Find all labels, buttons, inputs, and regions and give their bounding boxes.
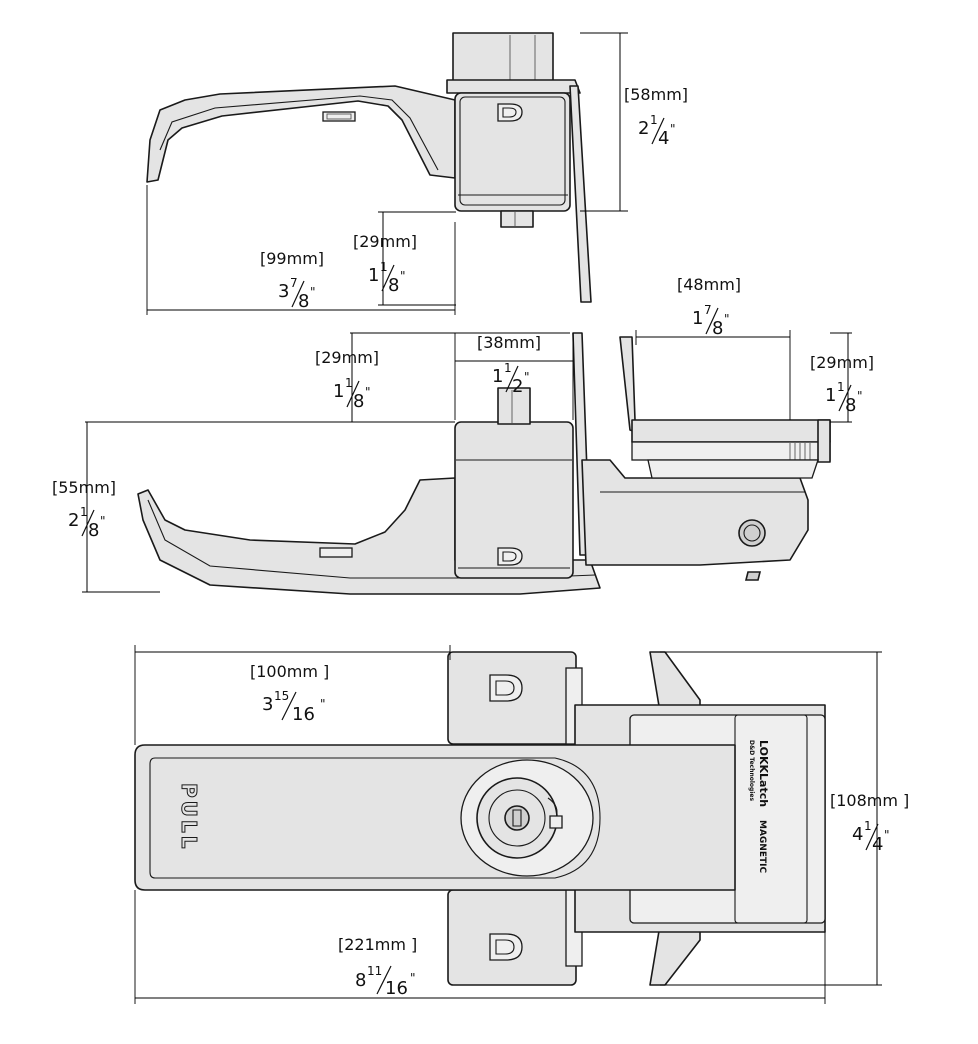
- dim-top-handle-num: 7: [290, 276, 298, 290]
- dim-mid-stem-whole: 1: [333, 381, 344, 402]
- dim-keeper-width-mark: ": [724, 312, 730, 326]
- dim-top-handle-mark: ": [310, 285, 316, 299]
- dim-overall-length-num: 11: [367, 964, 382, 978]
- top-mount-plate: [569, 85, 592, 303]
- mid-lock-cylinder: [738, 519, 766, 547]
- brand-name: LOKKLatch: [757, 740, 770, 807]
- dim-mid-height-den: 8: [88, 520, 99, 541]
- dim-overall-length-mark: ": [410, 971, 416, 985]
- dim-mid-height-whole: 2: [68, 510, 79, 531]
- dim-top-handle-den: 8: [298, 291, 309, 312]
- dim-keeper-width-mm: [48mm]: [677, 275, 741, 294]
- dim-front-handle-mark: ": [320, 697, 326, 711]
- dim-mid-stem: [29mm] 1 1 8 ": [315, 348, 379, 412]
- dim-top-handle-mm: [99mm]: [260, 249, 324, 268]
- dim-front-height-whole: 4: [852, 824, 863, 845]
- top-d-logo: [497, 103, 523, 122]
- dim-front-handle-den: 16: [292, 704, 315, 725]
- dim-keeper-height-whole: 1: [825, 385, 836, 406]
- dim-keeper-width: [48mm] 1 7 8 ": [677, 275, 741, 339]
- dim-top-stem-whole: 1: [368, 265, 379, 286]
- dim-top-stem-mm: [29mm]: [353, 232, 417, 251]
- dim-top-handle-whole: 3: [278, 281, 289, 302]
- dim-stem-width-whole: 1: [492, 366, 503, 387]
- brand-block: LOKKLatch MAGNETIC D&D Technologies: [748, 740, 770, 873]
- top-view-latch: [146, 32, 592, 303]
- front-d-logo: [489, 674, 523, 702]
- top-stem-block: [452, 32, 554, 84]
- mid-keeper-end: [817, 419, 831, 463]
- dim-front-handle-mm: [100mm ]: [250, 662, 329, 681]
- dim-top-height-mm: [58mm]: [624, 85, 688, 104]
- dim-mid-height-num: 1: [80, 505, 88, 519]
- handle-pull-text: PULL: [177, 783, 201, 851]
- dim-keeper-width-whole: 1: [692, 308, 703, 329]
- front-pull-handle: [134, 744, 736, 891]
- mid-handle-slot: [319, 547, 353, 558]
- dim-overall-length: [221mm ] 8 11 16 ": [338, 935, 417, 999]
- dim-front-height-num: 1: [864, 819, 872, 833]
- dim-keeper-width-den: 8: [712, 318, 723, 339]
- dim-mid-stem-mark: ": [365, 385, 371, 399]
- mid-bottom-tab: [744, 571, 762, 581]
- dim-mid-height-mm: [55mm]: [52, 478, 116, 497]
- front-g-logo: [489, 933, 523, 961]
- dim-stem-width-den: 2: [512, 376, 523, 397]
- mid-keeper-base: [647, 459, 819, 479]
- mid-keeper-bar: [631, 419, 831, 443]
- dim-front-height: [108mm ] 4 1 4 ": [830, 791, 909, 855]
- top-spindle: [500, 210, 534, 228]
- mid-d-logo: [497, 547, 523, 566]
- dim-top-handle: [99mm] 3 7 8 ": [260, 249, 324, 312]
- dimension-lines: [82, 32, 882, 1004]
- dim-keeper-height-num: 1: [837, 380, 845, 394]
- dim-mid-stem-num: 1: [345, 376, 353, 390]
- front-view-latch: PULL LOKKLatch MAGNETIC D&D Technologies: [134, 651, 826, 986]
- dim-top-stem-num: 1: [380, 260, 388, 274]
- dim-top-stem-mark: ": [400, 269, 406, 283]
- dim-top-height-num: 1: [650, 113, 658, 127]
- dim-front-height-den: 4: [872, 834, 883, 855]
- middle-view-latch: [137, 332, 831, 595]
- dim-overall-length-mm: [221mm ]: [338, 935, 417, 954]
- brand-tagline: D&D Technologies: [748, 740, 755, 801]
- dim-keeper-height-den: 8: [845, 395, 856, 416]
- dim-keeper-height-mm: [29mm]: [810, 353, 874, 372]
- dim-keeper-width-num: 7: [704, 303, 712, 317]
- top-base-ledge: [446, 79, 581, 94]
- dim-top-height-whole: 2: [638, 118, 649, 139]
- front-keeper-wing-top: [649, 651, 701, 713]
- front-keyhole: [504, 805, 530, 831]
- mid-spindle: [497, 387, 531, 425]
- dim-stem-width: [38mm] 1 1 2 ": [477, 333, 541, 397]
- dim-stem-width-num: 1: [504, 361, 512, 375]
- dim-front-height-mm: [108mm ]: [830, 791, 909, 810]
- front-keeper-wing-bottom: [649, 924, 701, 986]
- dim-mid-stem-mm: [29mm]: [315, 348, 379, 367]
- dim-stem-width-mm: [38mm]: [477, 333, 541, 352]
- dim-top-height-den: 4: [658, 128, 669, 149]
- dim-front-handle-num: 15: [274, 689, 289, 703]
- top-handle-slot: [322, 111, 356, 122]
- dim-front-handle-whole: 3: [262, 694, 273, 715]
- dim-keeper-height-mark: ": [857, 389, 863, 403]
- dim-top-stem-den: 8: [388, 275, 399, 296]
- dim-mid-stem-den: 8: [353, 391, 364, 412]
- dim-keeper-height: [29mm] 1 1 8 ": [810, 353, 874, 416]
- dim-overall-length-den: 16: [385, 978, 408, 999]
- dim-stem-width-mark: ": [524, 370, 530, 384]
- dim-overall-length-whole: 8: [355, 970, 366, 991]
- dim-top-stem: [29mm] 1 1 8 ": [353, 232, 417, 296]
- dim-mid-height-mark: ": [100, 514, 106, 528]
- dim-front-height-mark: ": [884, 828, 890, 842]
- dim-mid-height: [55mm] 2 1 8 ": [52, 478, 116, 541]
- front-lock-icon: [549, 815, 563, 829]
- dim-top-height-mark: ": [670, 122, 676, 136]
- dim-top-height: [58mm] 2 1 4 ": [624, 85, 688, 149]
- top-lever-handle: [146, 85, 456, 183]
- dim-front-handle: [100mm ] 3 15 16 ": [250, 662, 329, 725]
- brand-sub: MAGNETIC: [757, 820, 767, 873]
